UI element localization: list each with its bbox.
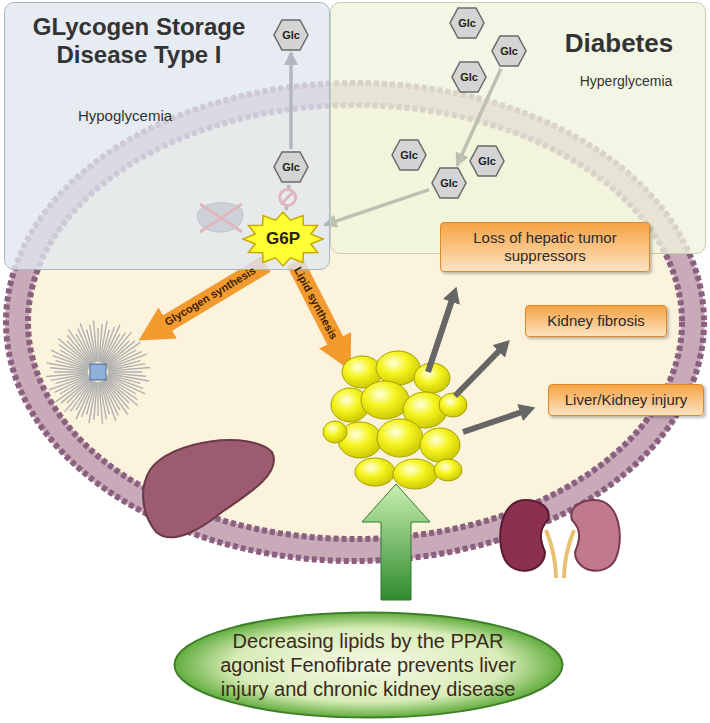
therapy-arrow — [362, 484, 430, 600]
ureter — [546, 530, 574, 578]
kidney — [571, 500, 620, 571]
effect-arrow — [455, 350, 500, 396]
panel-subtitle: Hyperglycemia — [553, 73, 699, 89]
star-outline — [243, 212, 323, 266]
lipid-droplet — [420, 428, 460, 462]
glycogen-branch — [54, 371, 88, 372]
outcome-box: Kidney fibrosis — [525, 305, 667, 337]
hexagon-outline — [392, 140, 426, 170]
hexagon-outline — [274, 20, 308, 50]
lipid-droplet — [361, 381, 409, 419]
panel-title: Diabetes — [539, 29, 699, 59]
therapy-ellipse: Decreasing lipids by the PPAR agonist Fe… — [173, 611, 564, 719]
glucose-label: Glc — [500, 45, 518, 57]
outcome-box: Liver/Kidney injury — [548, 384, 704, 416]
glucose-label: Glc — [282, 161, 300, 173]
lipid-droplet — [377, 419, 423, 457]
disease-panel: DiabetesHyperglycemiaGlcGlcGlcGlcGlcGlc — [330, 2, 706, 254]
glucose-label: Glc — [478, 155, 496, 167]
glycogen-branch — [103, 381, 120, 410]
glucose-hexagon: Glc — [469, 145, 505, 177]
glycogen-core — [90, 364, 106, 380]
metabolite-label: G6P — [266, 229, 300, 249]
lipid-droplet — [323, 421, 347, 443]
hexagon-outline — [450, 8, 484, 38]
glucose-hexagon: Glc — [391, 139, 427, 171]
glycogen-branch — [93, 320, 97, 362]
lipid-droplet — [393, 459, 437, 489]
glucose-label: Glc — [458, 17, 476, 29]
glycogen-granule — [46, 320, 150, 424]
glucose-hexagon: Glc — [449, 7, 485, 39]
hexagon-outline — [492, 36, 526, 66]
glycogen-branch — [46, 373, 88, 377]
effect-arrow — [428, 300, 452, 372]
glucose-hexagon: Glc — [451, 61, 487, 93]
hexagon-outline — [470, 146, 504, 176]
pathway-label: Glycogen synthesis — [162, 264, 257, 328]
outcome-box: Loss of hepatic tumor suppressors — [440, 222, 650, 272]
glucose-label: Glc — [400, 149, 418, 161]
hexagon-outline — [432, 168, 466, 198]
glucose-label: Glc — [440, 177, 458, 189]
effect-arrow — [463, 412, 522, 432]
hexagon-outline — [274, 152, 308, 182]
therapy-text: Decreasing lipids by the PPAR agonist Fe… — [208, 629, 528, 701]
glucose-hexagon: Glc — [431, 167, 467, 199]
glycogen-branch — [97, 382, 98, 416]
glucose-label: Glc — [282, 29, 300, 41]
outcome-text: Kidney fibrosis — [534, 312, 658, 330]
lipid-droplet — [434, 459, 462, 481]
glycogen-branch — [99, 382, 103, 424]
ellipse-outline — [174, 613, 562, 718]
lipid-droplet — [376, 351, 420, 385]
pathway-label: Lipid synthesis — [292, 265, 340, 341]
liver — [143, 440, 274, 537]
panel-subtitle: Hypoglycemia — [45, 107, 205, 124]
lipid-droplet — [355, 458, 395, 486]
glycogen-branch — [97, 328, 98, 362]
outcome-text: Loss of hepatic tumor suppressors — [449, 229, 641, 265]
glucose-hexagon: Glc — [491, 35, 527, 67]
g6p-star: G6P — [243, 212, 323, 266]
glycogen-branch — [108, 371, 142, 372]
glycogen-branch — [107, 350, 136, 367]
glycogen-branch — [76, 334, 93, 363]
lipid-droplets — [323, 351, 467, 489]
lipid-droplet — [439, 393, 467, 417]
glucose-hexagon: Glc — [273, 19, 309, 51]
hexagon-outline — [452, 62, 486, 92]
glycogen-branch — [108, 367, 150, 371]
glucose-label: Glc — [460, 71, 478, 83]
kidney — [500, 500, 549, 571]
glycogen-branch — [60, 377, 89, 394]
outcome-text: Liver/Kidney injury — [557, 391, 695, 409]
panel-title: GLycogen Storage Disease Type I — [13, 13, 265, 68]
glucose-hexagon: Glc — [273, 151, 309, 183]
